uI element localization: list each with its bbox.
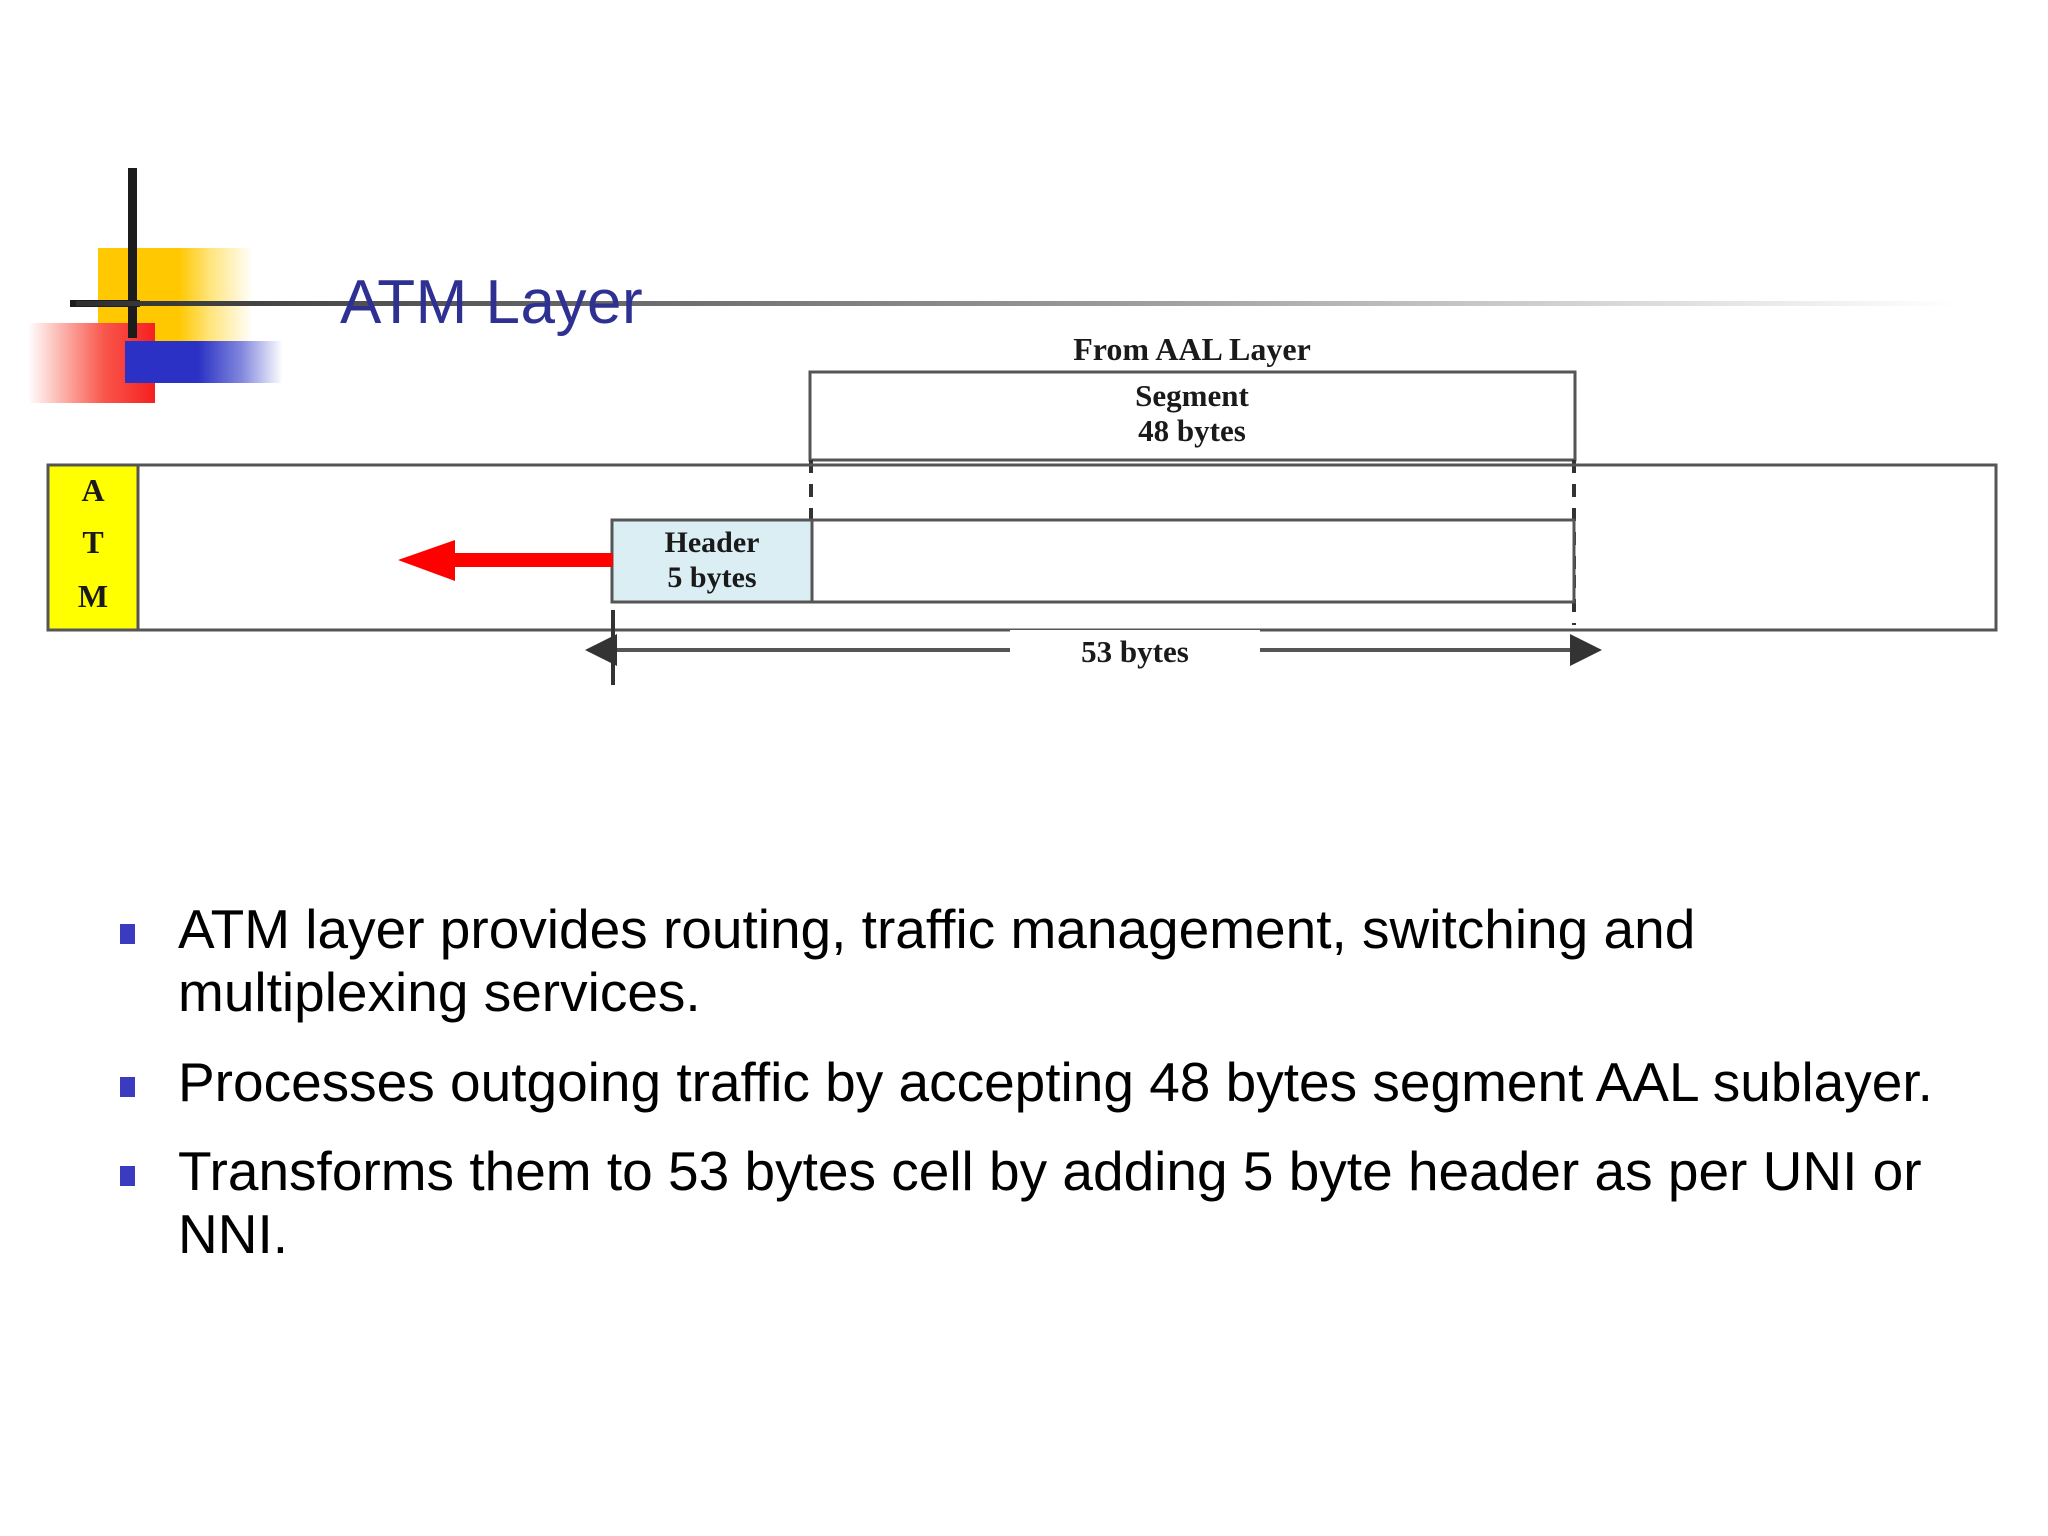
atm-layer-label-box <box>46 463 140 632</box>
list-item: Transforms them to 53 bytes cell by addi… <box>120 1140 2020 1267</box>
atm-letter-m: M <box>78 578 108 614</box>
logo-blue-square <box>125 341 283 383</box>
bullet-text: Transforms them to 53 bytes cell by addi… <box>178 1139 1922 1265</box>
title-divider-rule <box>76 301 1956 306</box>
bullet-square-icon <box>120 1165 135 1186</box>
bullet-list: ATM layer provides routing, traffic mana… <box>120 898 2020 1292</box>
atm-cell-diagram: From AAL Layer Segment 48 bytes A T M He… <box>0 325 2048 855</box>
from-aal-layer-label: From AAL Layer <box>1073 331 1311 367</box>
list-item: Processes outgoing traffic by accepting … <box>120 1051 2020 1114</box>
page-title: ATM Layer <box>340 268 644 337</box>
segment-label-line1: Segment <box>1135 378 1249 413</box>
header-label-line1: Header <box>665 526 760 559</box>
header-label-line2: 5 bytes <box>667 561 756 594</box>
cell-payload-box <box>809 518 1576 604</box>
logo-decoration <box>0 160 300 403</box>
segment-label-line2: 48 bytes <box>1138 413 1246 448</box>
atm-letter-a: A <box>81 472 104 508</box>
segment-box <box>808 370 1577 462</box>
list-item: ATM layer provides routing, traffic mana… <box>120 898 2020 1025</box>
bullet-square-icon <box>120 924 135 944</box>
red-output-arrow <box>398 540 613 581</box>
bullet-square-icon <box>120 1076 135 1097</box>
bullet-text: Processes outgoing traffic by accepting … <box>178 1050 1933 1113</box>
bullet-text: ATM layer provides routing, traffic mana… <box>178 898 1696 1024</box>
atm-letter-t: T <box>82 524 103 560</box>
header-box <box>610 518 814 604</box>
dimension-label-53-bytes: 53 bytes <box>1081 634 1189 669</box>
logo-vertical-line <box>128 168 137 338</box>
